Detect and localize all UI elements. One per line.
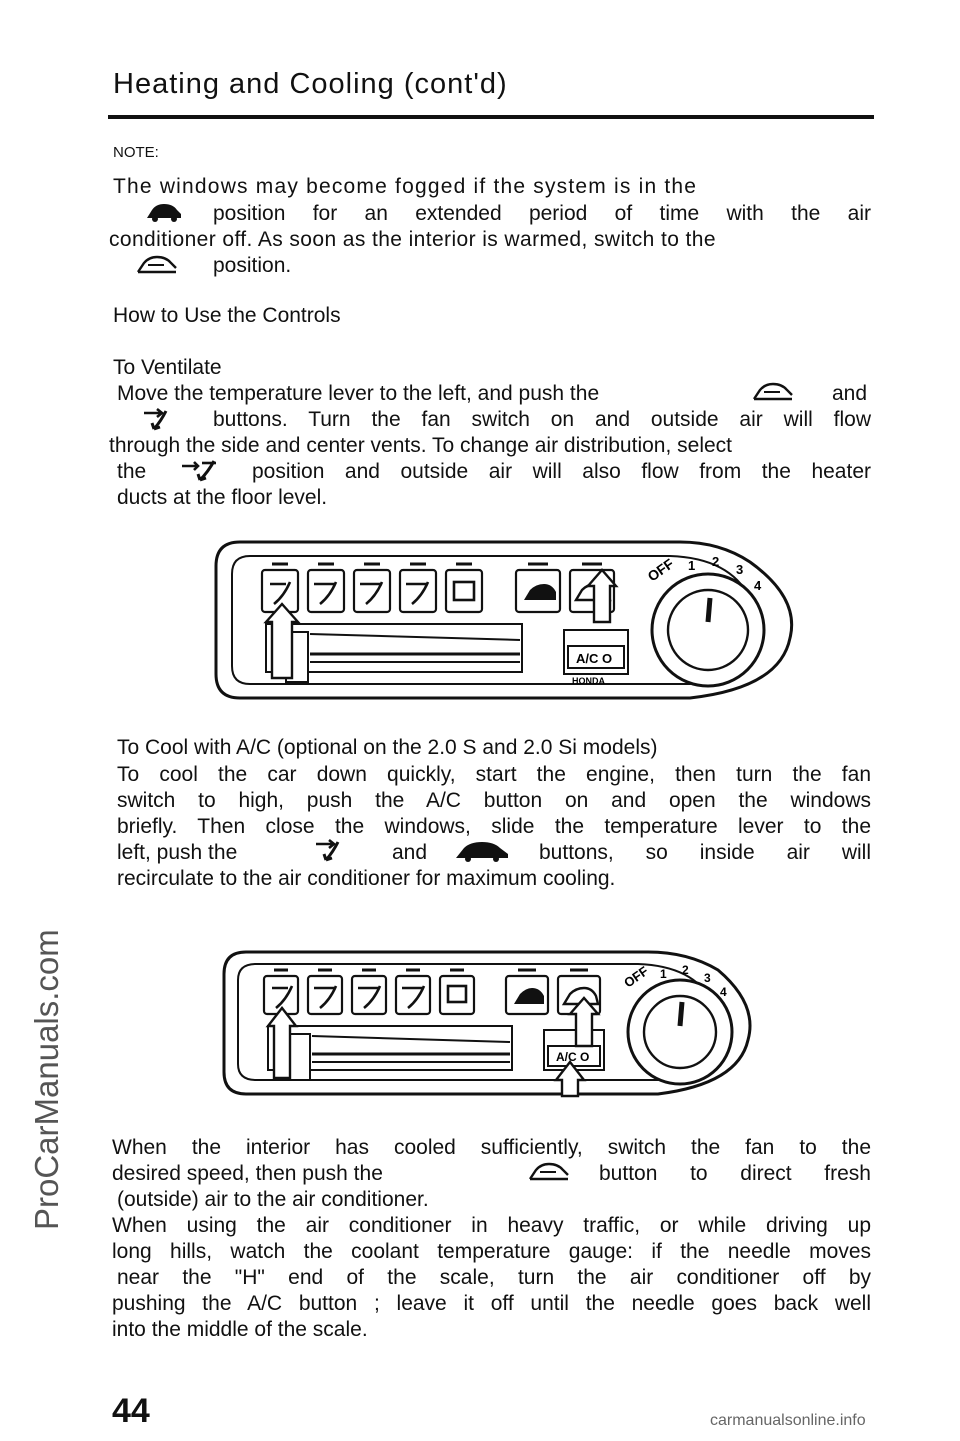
fan-1-label: 1 <box>688 558 695 573</box>
watermark-left[interactable]: ProCarManuals.com <box>28 929 65 1230</box>
note-line-2: position for an extended period of time … <box>213 202 871 225</box>
ventilate-line-1b: and <box>832 382 868 405</box>
ac-label: A/C O <box>556 1050 589 1064</box>
ac-label: A/C O <box>576 651 612 666</box>
after-line-4: When using the air conditioner in heavy … <box>112 1214 871 1237</box>
fan-4-label: 4 <box>754 578 762 593</box>
fan-1-label: 1 <box>660 967 667 981</box>
recirculate-icon <box>147 204 181 222</box>
fresh-air-icon <box>137 255 177 274</box>
cool-line-1: To cool the car down quickly, start the … <box>117 763 871 786</box>
after-line-7: pushing the A/C button ; leave it off un… <box>112 1292 871 1315</box>
bi-level-icon <box>182 460 216 482</box>
ventilate-heading: To Ventilate <box>113 356 222 379</box>
after-line-8: into the middle of the scale. <box>112 1318 368 1341</box>
after-line-2b: button to direct fresh <box>599 1162 871 1185</box>
fan-3-label: 3 <box>736 562 743 577</box>
cool-line-4c: buttons, so inside air will <box>539 841 871 864</box>
page-title: Heating and Cooling (cont'd) <box>113 68 508 100</box>
ventilate-line-1a: Move the temperature lever to the left, … <box>117 382 600 405</box>
ventilate-line-4b: position and outside air will also flow … <box>252 460 871 483</box>
fan-4-label: 4 <box>720 985 727 999</box>
after-line-6: near the "H" end of the scale, turn the … <box>117 1266 871 1289</box>
ventilate-line-2: buttons. Turn the fan switch on and outs… <box>213 408 871 431</box>
ventilate-line-3: through the side and center vents. To ch… <box>109 434 732 457</box>
fan-2-label: 2 <box>712 554 719 569</box>
cool-line-4b: and <box>392 841 428 864</box>
arrow-icon <box>553 1060 587 1098</box>
ventilate-line-5: ducts at the floor level. <box>117 486 328 509</box>
after-line-1: When the interior has cooled sufficientl… <box>112 1136 871 1159</box>
arrow-icon <box>567 996 601 1048</box>
cool-line-2: switch to high, push the A/C button on a… <box>117 789 871 812</box>
fan-3-label: 3 <box>704 971 711 985</box>
cool-line-5: recirculate to the air conditioner for m… <box>117 867 616 890</box>
arrow-icon <box>263 602 301 680</box>
vent-mode-icon <box>144 407 168 431</box>
after-line-2a: desired speed, then push the <box>112 1162 383 1185</box>
cool-line-4a: left, push the <box>117 841 238 864</box>
control-panel-cool: A/C O OFF 1 2 3 4 <box>222 950 752 1098</box>
after-line-5: long hills, watch the coolant temperatur… <box>112 1240 871 1263</box>
note-label: NOTE: <box>113 144 159 161</box>
controls-heading: How to Use the Controls <box>113 304 341 327</box>
fresh-air-icon <box>529 1162 569 1181</box>
arrow-icon <box>265 1006 299 1080</box>
note-line-4: position. <box>213 254 292 277</box>
fresh-air-icon <box>753 382 793 401</box>
recirculate-icon <box>456 842 508 862</box>
brand-label: HONDA <box>572 676 605 686</box>
watermark-bottom[interactable]: carmanualsonline.info <box>710 1412 866 1429</box>
cool-heading: To Cool with A/C (optional on the 2.0 S … <box>117 736 658 759</box>
title-rule <box>108 115 874 119</box>
control-panel-ventilate: A/C O HONDA OFF 1 2 3 4 <box>214 540 794 700</box>
vent-mode-icon <box>316 838 340 862</box>
cool-line-3: briefly. Then close the windows, slide t… <box>117 815 871 838</box>
note-line-3: conditioner off. As soon as the interior… <box>109 228 716 251</box>
note-line-1: The windows may become fogged if the sys… <box>113 175 698 198</box>
fan-2-label: 2 <box>682 963 689 977</box>
after-line-3: (outside) air to the air conditioner. <box>117 1188 429 1211</box>
page-number: 44 <box>112 1392 150 1430</box>
ventilate-line-4a: the <box>117 460 147 483</box>
arrow-icon <box>585 568 619 624</box>
